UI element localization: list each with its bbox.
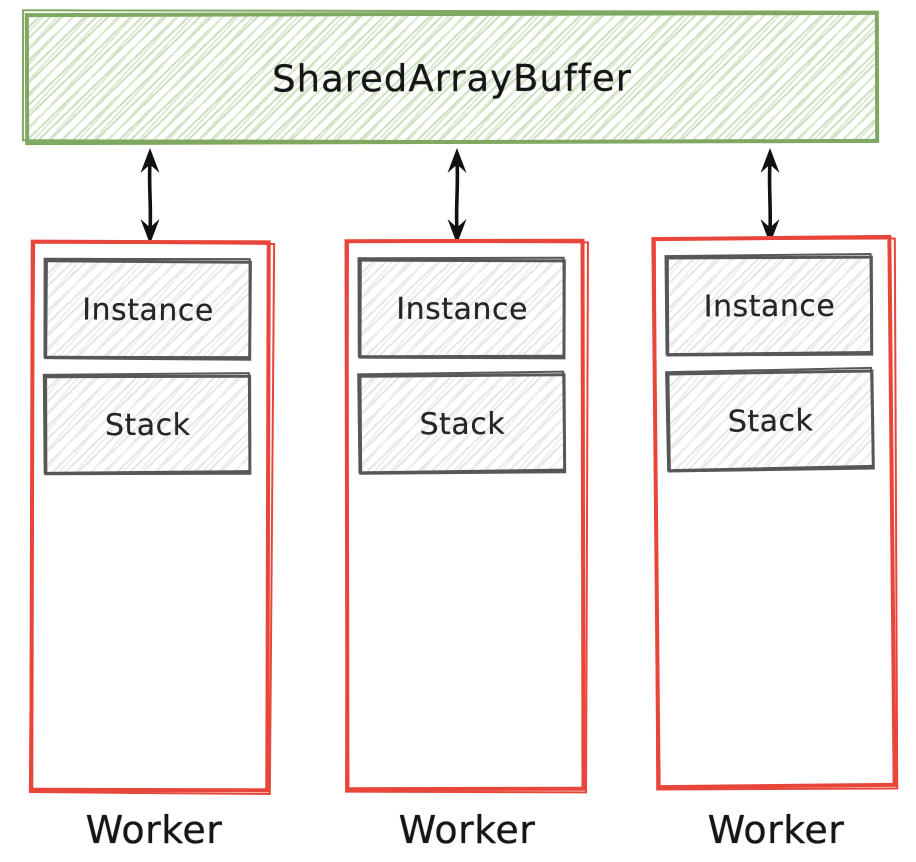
instance-label: Instance — [82, 291, 214, 329]
worker-caption-2: Worker — [398, 808, 536, 852]
instance-label: Instance — [703, 288, 836, 324]
worker-box-3: Instance Stack — [651, 234, 897, 790]
worker-caption-3: Worker — [707, 808, 845, 852]
worker-caption-1: Worker — [85, 808, 223, 852]
instance-block: Instance — [358, 258, 566, 360]
shared-array-buffer-label: SharedArrayBuffer — [272, 56, 632, 100]
bidirectional-arrow-icon — [140, 148, 160, 244]
bidirectional-arrow-icon — [447, 148, 467, 244]
instance-label: Instance — [396, 291, 528, 327]
instance-block: Instance — [665, 255, 874, 357]
stack-label: Stack — [104, 407, 191, 443]
bidirectional-arrow-icon — [760, 148, 780, 244]
stack-label: Stack — [727, 402, 814, 440]
instance-block: Instance — [44, 259, 252, 361]
stack-block: Stack — [44, 374, 252, 476]
stack-block: Stack — [666, 369, 875, 473]
worker-box-2: Instance Stack — [344, 238, 586, 792]
shared-array-buffer-box: SharedArrayBuffer — [24, 10, 880, 146]
stack-label: Stack — [419, 406, 506, 442]
worker-box-1: Instance Stack — [29, 239, 271, 793]
stack-block: Stack — [358, 373, 567, 475]
